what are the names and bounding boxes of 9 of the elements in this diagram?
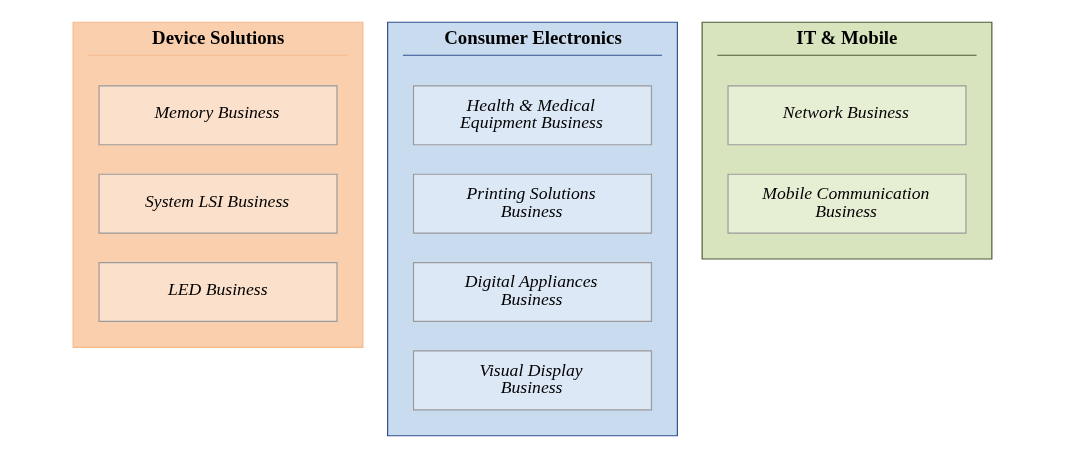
node-box: Health & Medical Equipment Business: [412, 85, 653, 146]
node-box: Network Business: [727, 85, 967, 146]
node-box: Memory Business: [98, 85, 338, 146]
node-box: Visual Display Business: [412, 350, 653, 411]
node-box: Printing Solutions Business: [412, 173, 653, 234]
node-box: LED Business: [98, 262, 338, 323]
node-box: Digital Appliances Business: [412, 262, 653, 323]
node-box: Mobile Communication Business: [727, 173, 967, 234]
node-box: System LSI Business: [98, 173, 338, 234]
